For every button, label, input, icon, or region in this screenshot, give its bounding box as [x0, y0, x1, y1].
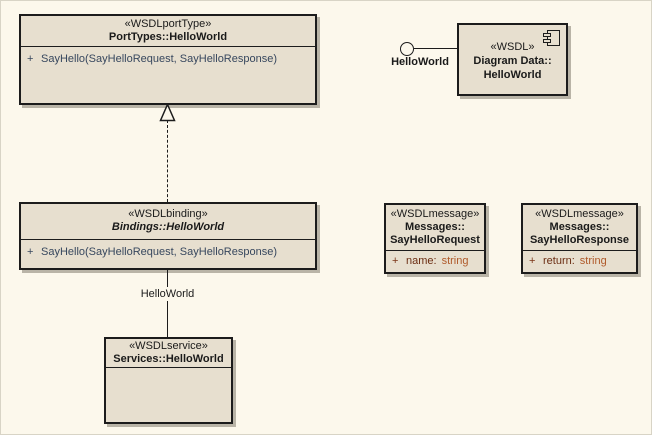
node-message-sayhelloresponse[interactable]: «WSDLmessage» Messages:: SayHelloRespons…: [521, 203, 638, 274]
component-stereotype: «WSDL»: [490, 41, 535, 53]
porttype-name: PortTypes::HelloWorld: [108, 31, 228, 43]
binding-header: «WSDLbinding» Bindings::HelloWorld: [21, 204, 315, 240]
porttype-stereotype: «WSDLportType»: [124, 18, 212, 30]
interface-connector-line[interactable]: [414, 48, 457, 49]
message-request-header: «WSDLmessage» Messages:: SayHelloRequest: [386, 205, 484, 251]
interface-lollipop-icon[interactable]: [400, 42, 414, 56]
operation-visibility: +: [27, 53, 34, 65]
message-request-name: SayHelloRequest: [390, 234, 480, 246]
message-response-stereotype: «WSDLmessage»: [535, 208, 624, 220]
message-request-namespace: Messages::: [405, 221, 465, 233]
binding-name: Bindings::HelloWorld: [111, 221, 225, 233]
service-name: Services::HelloWorld: [113, 353, 224, 365]
attribute-visibility: +: [392, 255, 399, 267]
component-icon: [543, 30, 560, 46]
message-response-namespace: Messages::: [549, 221, 610, 233]
attribute-type: string: [441, 255, 469, 267]
service-stereotype: «WSDLservice»: [129, 340, 208, 352]
node-component-helloworld[interactable]: «WSDL» Diagram Data:: HelloWorld: [457, 23, 568, 96]
node-porttype-helloworld[interactable]: «WSDLportType» PortTypes::HelloWorld + S…: [19, 14, 317, 105]
operation-signature: SayHello(SayHelloRequest, SayHelloRespon…: [41, 53, 278, 65]
message-request-attribute: + name: string: [386, 251, 484, 267]
operation-visibility: +: [27, 246, 34, 258]
component-name: HelloWorld: [483, 69, 542, 81]
binding-operation: + SayHello(SayHelloRequest, SayHelloResp…: [21, 240, 315, 258]
component-namespace: Diagram Data::: [473, 55, 552, 67]
interface-label: HelloWorld: [391, 56, 449, 68]
realization-connector[interactable]: [167, 120, 168, 202]
node-binding-helloworld[interactable]: «WSDLbinding» Bindings::HelloWorld + Say…: [19, 202, 317, 270]
porttype-header: «WSDLportType» PortTypes::HelloWorld: [21, 16, 315, 47]
node-service-helloworld[interactable]: «WSDLservice» Services::HelloWorld: [104, 337, 233, 424]
message-request-stereotype: «WSDLmessage»: [390, 208, 480, 220]
association-label[interactable]: HelloWorld: [137, 287, 198, 301]
attribute-name: name:: [406, 255, 437, 267]
attribute-type: string: [579, 255, 607, 267]
porttype-operation: + SayHello(SayHelloRequest, SayHelloResp…: [21, 47, 315, 65]
realization-triangle-arrowhead: [159, 103, 176, 122]
binding-stereotype: «WSDLbinding»: [128, 208, 208, 220]
component-header: «WSDL» Diagram Data:: HelloWorld: [459, 40, 566, 82]
message-response-name: SayHelloResponse: [529, 234, 630, 246]
operation-signature: SayHello(SayHelloRequest, SayHelloRespon…: [41, 246, 278, 258]
association-connector[interactable]: [167, 270, 168, 337]
attribute-name: return:: [543, 255, 575, 267]
message-response-header: «WSDLmessage» Messages:: SayHelloRespons…: [523, 205, 636, 251]
service-header: «WSDLservice» Services::HelloWorld: [106, 339, 231, 368]
node-message-sayhellorequest[interactable]: «WSDLmessage» Messages:: SayHelloRequest…: [384, 203, 486, 274]
attribute-visibility: +: [529, 255, 536, 267]
message-response-attribute: + return: string: [523, 251, 636, 267]
